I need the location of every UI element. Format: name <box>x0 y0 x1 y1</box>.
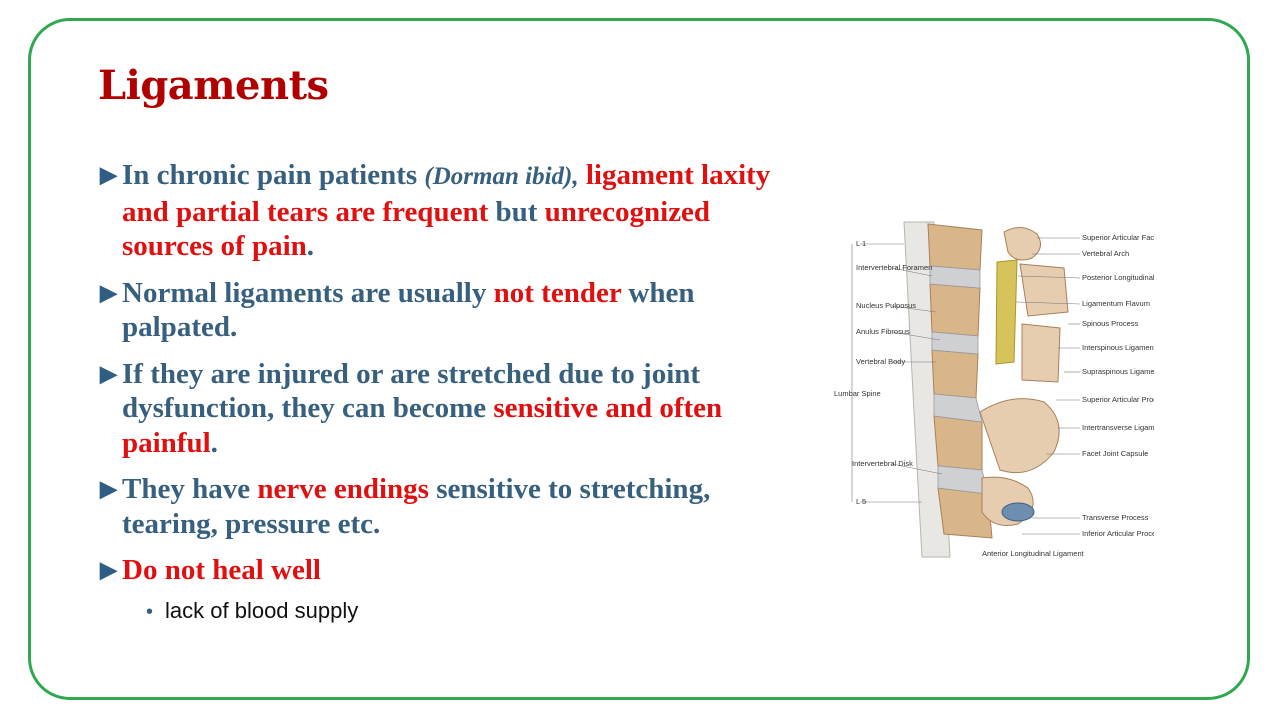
triangle-bullet-icon: ▶ <box>100 476 117 501</box>
svg-text:Ligamentum Flavum: Ligamentum Flavum <box>1082 299 1150 308</box>
svg-text:Intertransverse Ligaments: Intertransverse Ligaments <box>1082 423 1154 432</box>
svg-text:Intervertebral Foramen: Intervertebral Foramen <box>856 263 932 272</box>
bullet-item: ▶ If they are injured or are stretched d… <box>100 357 723 459</box>
svg-text:Lumbar Spine: Lumbar Spine <box>834 389 881 398</box>
svg-text:Anulus Fibrosus: Anulus Fibrosus <box>856 327 910 336</box>
bullet-list: ▶ In chronic pain patients (Dorman ibid)… <box>100 158 800 600</box>
svg-text:Spinous Process: Spinous Process <box>1082 319 1139 328</box>
triangle-bullet-icon: ▶ <box>100 557 117 582</box>
triangle-bullet-icon: ▶ <box>100 162 117 187</box>
svg-text:Vertebral Arch: Vertebral Arch <box>1082 249 1129 258</box>
svg-text:Facet Joint Capsule: Facet Joint Capsule <box>1082 449 1148 458</box>
sub-bullet: •lack of blood supply <box>146 598 359 623</box>
dot-bullet-icon: • <box>146 601 154 623</box>
svg-text:L 1: L 1 <box>856 239 866 248</box>
svg-text:Vertebral Body: Vertebral Body <box>856 357 905 366</box>
svg-text:Anterior Longitudinal Ligament: Anterior Longitudinal Ligament <box>982 549 1085 558</box>
svg-text:Superior Articular Process: Superior Articular Process <box>1082 395 1154 404</box>
bullet-item: ▶ Do not heal well <box>100 554 321 586</box>
slide-frame <box>28 18 1250 700</box>
bullet-item: ▶ In chronic pain patients (Dorman ibid)… <box>100 159 771 262</box>
slide-title: Ligaments <box>98 62 329 109</box>
svg-text:Inferior Articular Process: Inferior Articular Process <box>1082 529 1154 538</box>
svg-text:Supraspinous Ligaments: Supraspinous Ligaments <box>1082 367 1154 376</box>
svg-text:Nucleus Pulposus: Nucleus Pulposus <box>856 301 916 310</box>
bullet-item: ▶ Normal ligaments are usually not tende… <box>100 276 695 344</box>
svg-text:Interspinous Ligaments: Interspinous Ligaments <box>1082 343 1154 352</box>
svg-text:L 5: L 5 <box>856 497 866 506</box>
svg-text:Superior Articular Facet: Superior Articular Facet <box>1082 233 1154 242</box>
triangle-bullet-icon: ▶ <box>100 360 117 386</box>
bullet-item: ▶ They have nerve endings sensitive to s… <box>100 473 711 540</box>
svg-text:Intervertebral Disk: Intervertebral Disk <box>852 459 913 468</box>
spine-illustration: L 1 Intervertebral Foramen Nucleus Pulpo… <box>834 221 1154 558</box>
svg-text:Transverse Process: Transverse Process <box>1082 513 1149 522</box>
triangle-bullet-icon: ▶ <box>100 279 117 305</box>
svg-text:Posterior Longitudinal Ligamen: Posterior Longitudinal Ligament <box>1082 273 1154 282</box>
